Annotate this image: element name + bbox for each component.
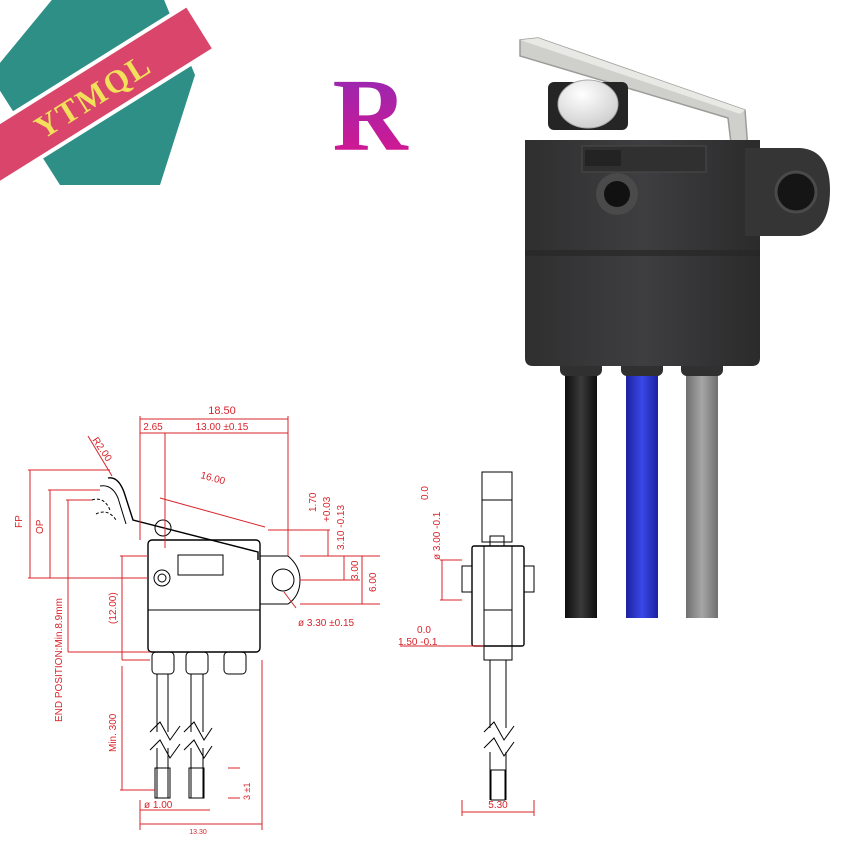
dim-pin-diameter: ø 3.00 -0.1 [432, 511, 443, 560]
dim-6-00: 6.00 [368, 572, 379, 592]
dim-tol-plus: +0.03 [322, 496, 333, 522]
dim-3-00: 3.00 [350, 560, 361, 580]
dim-lever-radius: R2.00 [90, 436, 114, 465]
dim-overall-width: 18.50 [208, 405, 236, 417]
dim-hole-pitch: 13.00 ±0.15 [196, 422, 249, 433]
dim-lever-length: 16.00 [199, 470, 226, 487]
dim-3-10: 3.10 -0.13 [336, 505, 347, 550]
dim-lead-length: Min. 300 [108, 713, 119, 752]
switch-plunger [557, 79, 619, 129]
dim-end-position: END POSITION:Min.8.9mm [54, 598, 65, 722]
switch-render [519, 37, 830, 618]
front-view-drawing [91, 477, 301, 799]
dim-wire-diameter: ø 1.00 [144, 800, 173, 811]
r-badge: R [332, 58, 409, 173]
dim-width-tol-top: 0.0 [417, 625, 431, 636]
dim-side-overall-width: 5.30 [488, 800, 508, 811]
brand-logo: YTMQL [0, 0, 218, 190]
wire-gray [686, 350, 718, 618]
side-view-dimension-labels: 0.0 ø 3.00 -0.1 0.0 1.50 -0.1 5.30 [398, 486, 508, 811]
dim-operating-position: OP [35, 519, 46, 534]
dim-bottom-width: 13.30 [189, 829, 207, 836]
wire-blue [626, 350, 658, 618]
mounting-hole [774, 170, 818, 214]
dim-strip-length: 3 ±1 [242, 783, 252, 800]
dim-hole-diameter: ø 3.30 ±0.15 [298, 618, 355, 629]
side-view-drawing [461, 471, 535, 801]
dim-free-position: FP [14, 515, 25, 528]
front-view-dimension-lines [28, 416, 380, 830]
dim-lever-offset: 2.65 [143, 422, 163, 433]
logo-ribbon [0, 2, 218, 190]
dim-body-height: (12.00) [108, 592, 119, 624]
dim-pin-tol-top: 0.0 [420, 486, 431, 500]
dim-body-width: 1.50 -0.1 [398, 637, 438, 648]
side-view-dimension-lines [400, 559, 535, 816]
wire-black [565, 350, 597, 618]
dim-1-70: 1.70 [308, 492, 319, 512]
